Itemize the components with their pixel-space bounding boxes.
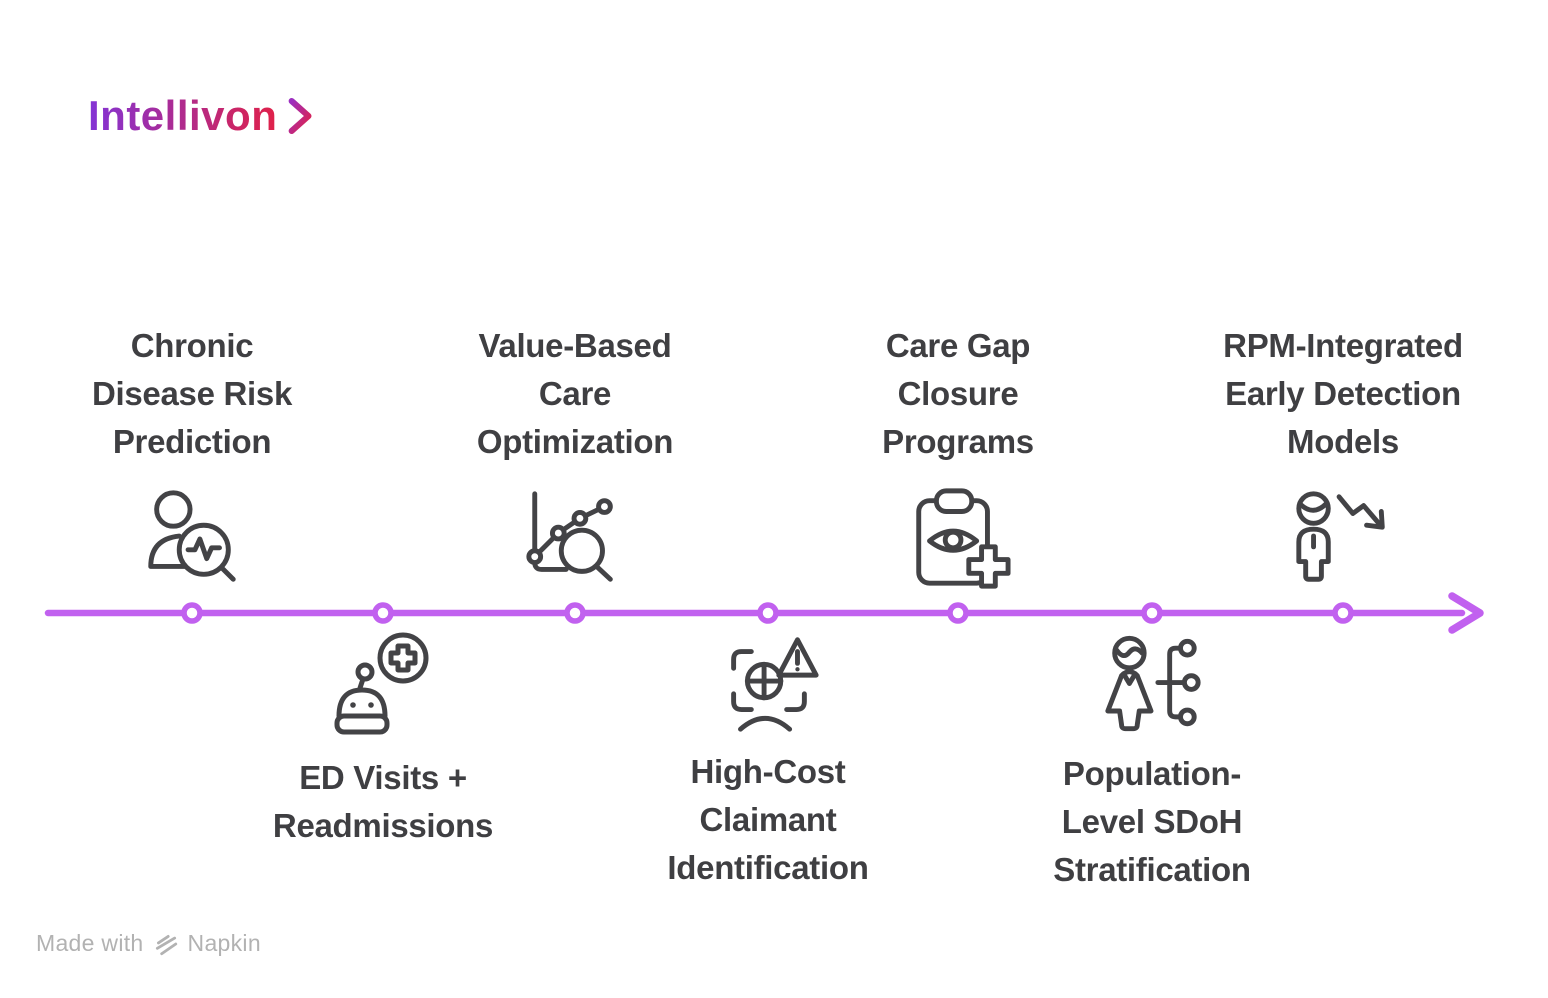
- item-label: ED Visits + Readmissions: [272, 759, 494, 844]
- timeline-item-high-cost-claimant: High-Cost Claimant Identification: [598, 632, 938, 892]
- person-risk-magnifier-icon: [138, 484, 246, 592]
- napkin-brand-text: Napkin: [187, 930, 261, 956]
- timeline-node: [564, 602, 586, 624]
- napkin-logo-icon: [153, 931, 179, 957]
- timeline-node: [1141, 602, 1163, 624]
- timeline-node: [947, 602, 969, 624]
- robot-medical-cross-icon: [333, 632, 433, 740]
- item-label: Care Gap Closure Programs: [882, 327, 1034, 460]
- clipboard-eye-plus-icon: [903, 484, 1013, 592]
- right-chevron-icon: [287, 95, 315, 137]
- person-branching-icon: [1098, 632, 1206, 736]
- timeline-item-value-based-care: Value-Based Care Optimization: [405, 322, 745, 592]
- timeline-item-ed-visits-readmissions: ED Visits + Readmissions: [213, 632, 553, 850]
- timeline-node: [1332, 602, 1354, 624]
- brand-name: Intellivon: [88, 92, 278, 139]
- brand-logo: Intellivon: [88, 92, 315, 140]
- timeline-item-rpm-early-detection: RPM-Integrated Early Detection Models: [1173, 322, 1513, 592]
- timeline-item-chronic-disease-risk: Chronic Disease Risk Prediction: [22, 322, 362, 592]
- made-with-text: Made with: [36, 930, 144, 956]
- timeline-node: [372, 602, 394, 624]
- timeline-axis: [44, 592, 1484, 634]
- item-label: RPM-Integrated Early Detection Models: [1223, 327, 1463, 460]
- face-scan-warning-icon: [712, 632, 825, 734]
- item-label: Value-Based Care Optimization: [476, 327, 674, 460]
- timeline-item-population-sdoh: Population- Level SDoH Stratification: [982, 632, 1322, 894]
- timeline-node: [757, 602, 779, 624]
- item-label: Chronic Disease Risk Prediction: [91, 327, 293, 460]
- item-label: Population- Level SDoH Stratification: [1053, 755, 1251, 888]
- item-label: High-Cost Claimant Identification: [667, 753, 869, 886]
- made-with-napkin: Made with Napkin: [36, 930, 261, 957]
- timeline-arrowhead-icon: [1448, 592, 1484, 634]
- timeline-node: [181, 602, 203, 624]
- chart-trend-magnifier-icon: [521, 484, 629, 592]
- person-decline-arrow-icon: [1284, 484, 1402, 592]
- timeline-item-care-gap-closure: Care Gap Closure Programs: [788, 322, 1128, 592]
